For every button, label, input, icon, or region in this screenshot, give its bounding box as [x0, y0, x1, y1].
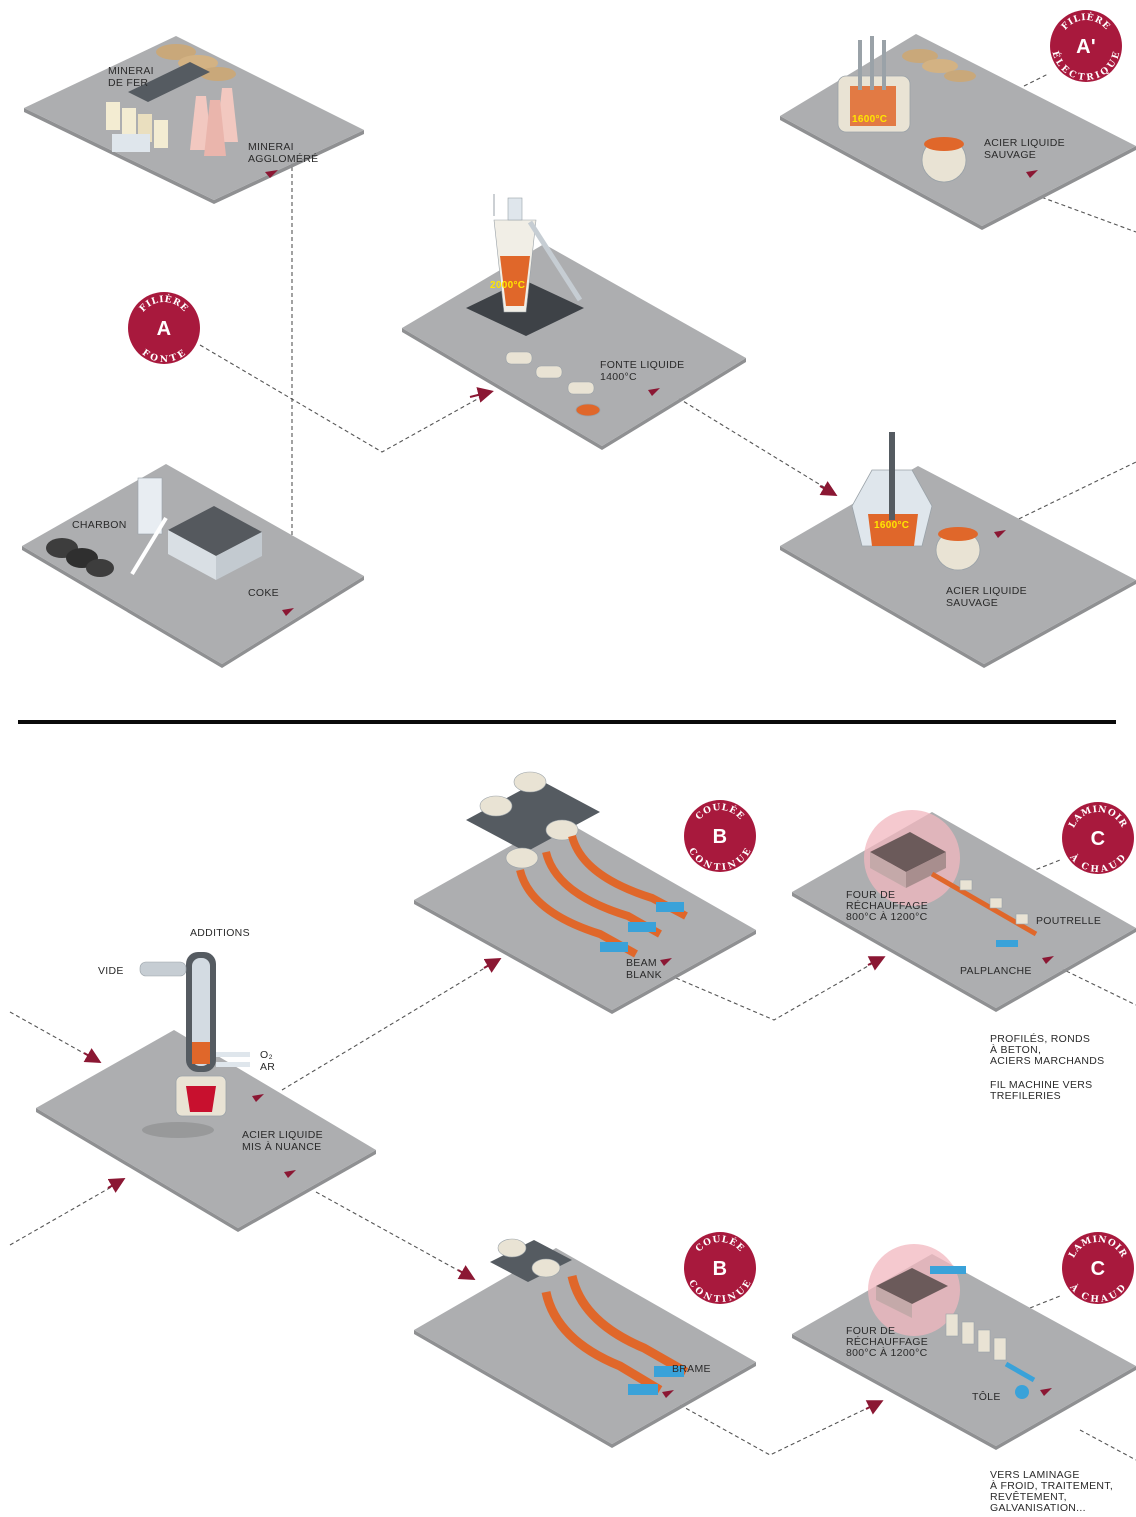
electric-arc-furnace: 1600°C — [837, 36, 911, 133]
label-sheet-pile: PALPLANCHE — [960, 965, 1032, 977]
blast-furnace: 2000°C — [466, 194, 584, 336]
output-arrow — [1042, 956, 1054, 964]
output-arrow — [648, 388, 660, 396]
flow-lines — [9, 73, 1136, 1461]
platform-coke-oven: CHARBON COKE — [22, 464, 364, 668]
vacuum-degasser — [139, 952, 250, 1138]
badge-coulee-continue: COULÉE B CONTINUE — [684, 800, 756, 873]
label-plate: TÔLE — [972, 1390, 1001, 1403]
scrap-piles — [902, 49, 976, 82]
label-coke: COKE — [248, 587, 279, 599]
label-vacuum: VIDE — [98, 965, 124, 977]
output-arrow — [660, 958, 672, 966]
coal-piles — [46, 538, 114, 577]
svg-text:C: C — [1091, 1258, 1106, 1280]
output-arrow — [282, 608, 294, 616]
label-beam: POUTRELLE — [1036, 915, 1101, 927]
sinter-plant-building — [106, 62, 210, 152]
electric-furnace-temperature: 1600°C — [852, 114, 887, 125]
label-argon: AR — [260, 1061, 275, 1073]
label-additions: ADDITIONS — [190, 927, 250, 939]
sinter-chimneys — [190, 88, 238, 156]
rolling-line — [930, 871, 1038, 947]
svg-text:A: A — [157, 318, 172, 340]
svg-text:C: C — [1091, 828, 1106, 850]
ladle — [921, 137, 967, 183]
svg-text:A': A' — [1076, 36, 1096, 58]
note-wire-rod: FIL MACHINE VERS TREFILERIES — [990, 1079, 1096, 1102]
badge-filiere-electrique: FILIÈRE A' ÉLECTRIQUE — [1049, 10, 1122, 83]
badge-laminoir-a-chaud: LAMINOIR C À CHAUD — [1062, 1232, 1134, 1305]
badge-coulee-continue: COULÉE B CONTINUE — [684, 1232, 756, 1305]
output-arrow — [1026, 170, 1038, 178]
badge-filiere-fonte: FILIÈRE A FONTE — [128, 292, 200, 365]
torpedo-cars — [505, 351, 601, 417]
hot-strip-mill-stands — [945, 1313, 1036, 1399]
reheating-furnace — [868, 1244, 966, 1336]
note-long-products: PROFILÉS, RONDS À BETON, ACIERS MARCHAND… — [990, 1032, 1104, 1067]
output-arrow — [994, 530, 1006, 538]
label-coal: CHARBON — [72, 519, 127, 531]
blast-furnace-temperature: 2000°C — [490, 280, 525, 291]
svg-text:B: B — [713, 1258, 728, 1280]
label-oxygen: O₂ — [260, 1049, 273, 1061]
ladle — [935, 527, 981, 571]
output-arrow — [662, 1390, 674, 1398]
output-arrow — [1040, 1388, 1052, 1396]
svg-text:B: B — [713, 826, 728, 848]
output-arrow — [284, 1170, 296, 1178]
converter-temperature: 1600°C — [874, 520, 909, 531]
slab-caster — [490, 1238, 689, 1395]
platform-continuous-caster-slab: BRAME — [414, 1238, 756, 1448]
label-slab: BRAME — [672, 1363, 711, 1375]
badge-laminoir-a-chaud: LAMINOIR C À CHAUD — [1062, 802, 1134, 875]
reheating-furnace — [864, 810, 960, 906]
note-flat-products: VERS LAMINAGE À FROID, TRAITEMENT, REVÊT… — [990, 1469, 1116, 1514]
oxygen-converter: 1600°C — [851, 432, 933, 547]
output-arrow — [265, 170, 278, 178]
output-arrow — [252, 1094, 264, 1102]
beam-blank-caster — [466, 771, 688, 958]
coke-oven-battery — [130, 477, 262, 580]
